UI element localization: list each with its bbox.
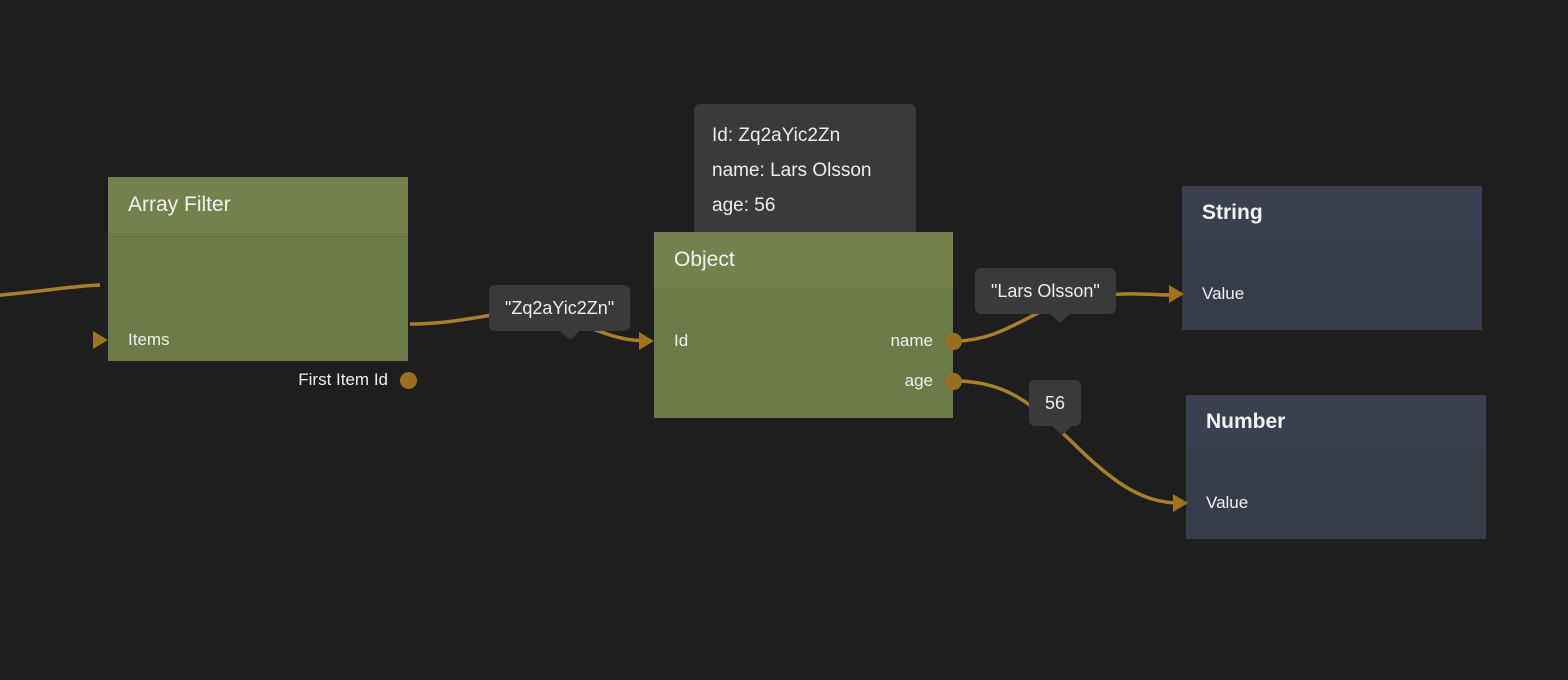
port-name-dot-icon[interactable] <box>944 332 962 350</box>
port-items-label: Items <box>128 330 170 349</box>
node-number-header[interactable]: Number <box>1186 395 1486 449</box>
node-string[interactable]: String Value <box>1169 186 1482 330</box>
node-number[interactable]: Number Value <box>1173 395 1486 539</box>
port-name-label: name <box>890 331 933 350</box>
edge-label-first-item-id: "Zq2aYic2Zn" <box>489 285 631 340</box>
edge-label-name: "Lars Olsson" <box>975 268 1116 323</box>
edge-label-age-tail-icon <box>1051 425 1073 435</box>
port-number-value-arrow-icon[interactable] <box>1173 494 1188 512</box>
port-age-dot-icon[interactable] <box>944 372 962 390</box>
node-array-filter-header[interactable]: Array Filter <box>108 177 408 233</box>
node-object-title: Object <box>674 248 735 271</box>
edge-label-name-tail-icon <box>1049 313 1071 323</box>
edge-incoming-items <box>0 283 101 297</box>
node-string-body: Value <box>1169 240 1482 330</box>
node-number-title: Number <box>1206 410 1286 433</box>
node-array-filter-title: Array Filter <box>128 193 231 216</box>
edge-label-age-text: 56 <box>1045 393 1066 413</box>
object-tooltip-line-age: age: 56 <box>712 195 776 216</box>
port-row-name[interactable]: name <box>890 328 962 354</box>
port-id-label: Id <box>674 331 689 350</box>
node-object-header[interactable]: Object <box>654 232 953 288</box>
port-row-id[interactable]: Id <box>639 328 689 354</box>
node-array-filter[interactable]: Array Filter Items First Item Id <box>93 177 417 389</box>
port-row-number-value[interactable]: Value <box>1173 490 1249 516</box>
port-row-first-item-id[interactable]: First Item Id <box>298 367 417 393</box>
port-items-arrow-icon[interactable] <box>93 331 108 349</box>
edge-label-first-item-id-text: "Zq2aYic2Zn" <box>505 298 615 318</box>
port-first-item-id-dot-icon[interactable] <box>399 371 417 389</box>
node-object-body: Id name age <box>639 288 962 418</box>
node-string-header[interactable]: String <box>1182 186 1482 240</box>
port-id-arrow-icon[interactable] <box>639 332 654 350</box>
port-string-value-arrow-icon[interactable] <box>1169 285 1184 303</box>
port-first-item-id-label: First Item Id <box>298 370 388 389</box>
object-tooltip: Id: Zq2aYic2Zn name: Lars Olsson age: 56 <box>694 104 916 246</box>
node-object[interactable]: Object Id name age <box>639 232 962 418</box>
port-age-label: age <box>904 371 933 390</box>
node-array-filter-body: Items First Item Id <box>93 233 417 389</box>
port-row-items[interactable]: Items <box>93 327 170 353</box>
port-string-value-label: Value <box>1202 284 1245 303</box>
edge-label-name-text: "Lars Olsson" <box>991 281 1100 301</box>
port-row-string-value[interactable]: Value <box>1169 281 1245 307</box>
node-string-title: String <box>1202 201 1263 224</box>
port-number-value-label: Value <box>1206 493 1249 512</box>
edge-label-age: 56 <box>1029 380 1082 435</box>
port-row-age[interactable]: age <box>904 368 962 394</box>
object-tooltip-line-id: Id: Zq2aYic2Zn <box>712 125 841 146</box>
node-number-body: Value <box>1173 449 1486 539</box>
edge-label-first-item-id-tail-icon <box>559 330 581 340</box>
object-tooltip-line-name: name: Lars Olsson <box>712 160 872 181</box>
